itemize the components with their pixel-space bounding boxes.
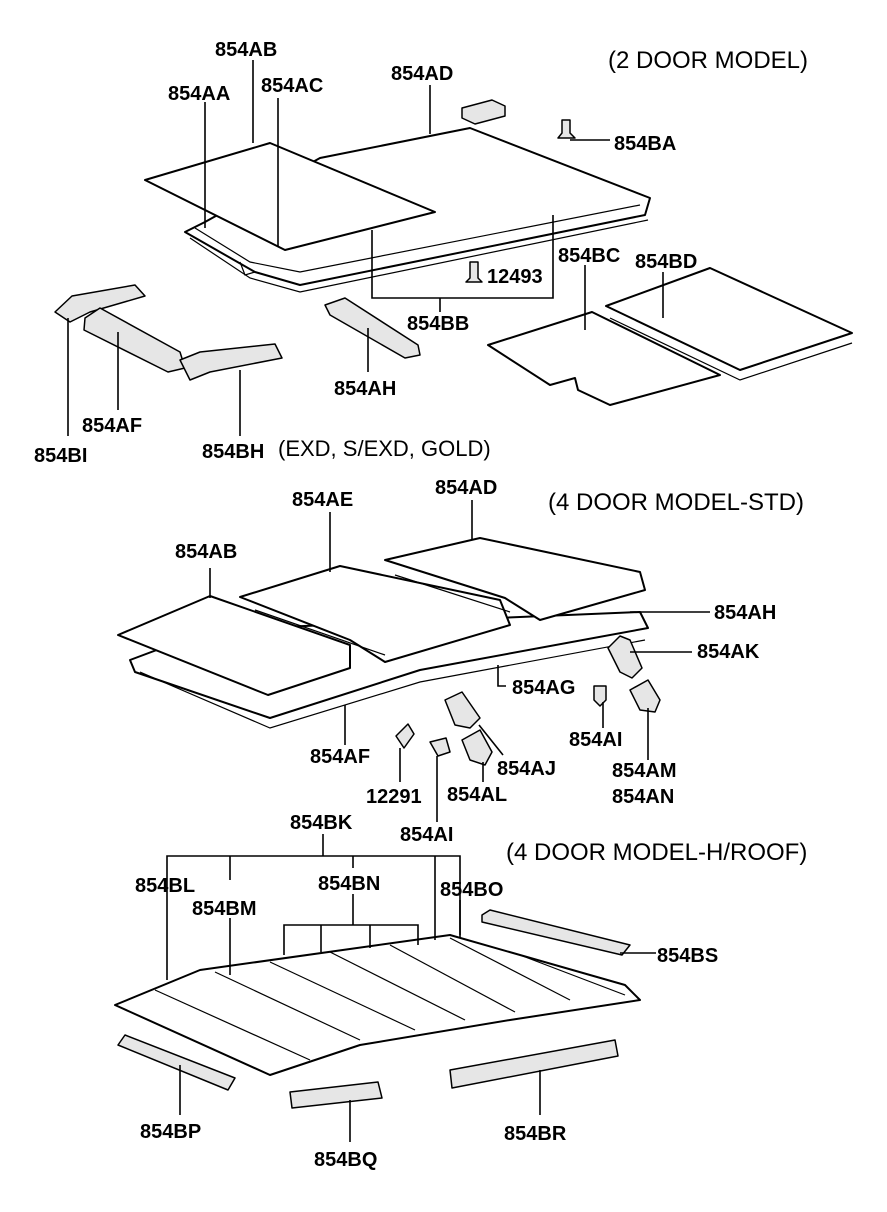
hinge-854AJ	[444, 691, 481, 729]
trim-854BH	[179, 343, 283, 381]
label-854AF-4door: 854AF	[310, 746, 370, 768]
label-854BM: 854BM	[192, 898, 256, 920]
label-854BQ: 854BQ	[314, 1149, 377, 1171]
label-854AA: 854AA	[168, 83, 230, 105]
label-854BL: 854BL	[135, 875, 195, 897]
title-four-door-std: (4 DOOR MODEL-STD)	[548, 489, 804, 516]
label-854BK: 854BK	[290, 812, 353, 834]
trim-854AF	[83, 307, 186, 373]
trim-854BI	[54, 284, 146, 323]
strip-854BR	[449, 1039, 619, 1089]
label-854AH-4door: 854AH	[714, 602, 776, 624]
two-door-section: (2 DOOR MODEL) 854AB 854AA 854AC 854AD 8…	[34, 39, 853, 467]
label-854AH-2door: 854AH	[334, 378, 396, 400]
hinge-854AK	[607, 635, 643, 679]
label-854BH: 854BH	[202, 441, 264, 463]
panel-854AD-4door	[384, 537, 646, 621]
title-four-door-hroof: (4 DOOR MODEL-H/ROOF)	[506, 839, 807, 866]
label-854AD-2door: 854AD	[391, 63, 453, 85]
label-854BP: 854BP	[140, 1121, 201, 1143]
label-854BC: 854BC	[558, 245, 620, 267]
label-854AF-2door: 854AF	[82, 415, 142, 437]
label-854BD: 854BD	[635, 251, 697, 273]
label-12291: 12291	[366, 786, 422, 808]
four-door-std-section: (4 DOOR MODEL-STD) 854AE 854AD 854AB 854…	[117, 477, 804, 846]
label-854BB: 854BB	[407, 313, 469, 335]
four-door-hroof-section: (4 DOOR MODEL-H/ROOF) 854BK 854BL 854BN …	[114, 812, 807, 1171]
label-854AL: 854AL	[447, 784, 507, 806]
label-854AI-b: 854AI	[400, 824, 453, 846]
panel-854AB	[117, 595, 351, 696]
label-854BN: 854BN	[318, 873, 380, 895]
mat-854BD	[605, 267, 853, 371]
label-854BA: 854BA	[614, 133, 676, 155]
strip-854BS	[481, 909, 631, 956]
label-854AE: 854AE	[292, 489, 353, 511]
title-two-door: (2 DOOR MODEL)	[608, 47, 808, 74]
label-854AC: 854AC	[261, 75, 323, 97]
label-854AM: 854AM	[612, 760, 676, 782]
label-854AD-4door: 854AD	[435, 477, 497, 499]
clip-854AM	[629, 679, 661, 713]
label-854AN: 854AN	[612, 786, 674, 808]
label-854AB-4door: 854AB	[175, 541, 237, 563]
trim-854AH	[324, 297, 421, 359]
label-854AI-a: 854AI	[569, 729, 622, 751]
label-854AB-2door: 854AB	[215, 39, 277, 61]
label-854BS: 854BS	[657, 945, 718, 967]
label-854BO: 854BO	[440, 879, 503, 901]
label-854AJ: 854AJ	[497, 758, 556, 780]
label-854AG: 854AG	[512, 677, 575, 699]
liner-sheet-2door	[144, 142, 436, 251]
clip-854AL	[461, 729, 493, 766]
strip-854BQ	[289, 1081, 383, 1109]
label-12493: 12493	[487, 266, 543, 288]
strip-854BP	[117, 1034, 236, 1091]
label-854AK: 854AK	[697, 641, 760, 663]
label-854BI: 854BI	[34, 445, 87, 467]
mat-854BC	[487, 311, 721, 406]
trim-note: (EXD, S/EXD, GOLD)	[278, 436, 491, 461]
ribbed-liner	[114, 934, 641, 1076]
label-854BR: 854BR	[504, 1123, 567, 1145]
